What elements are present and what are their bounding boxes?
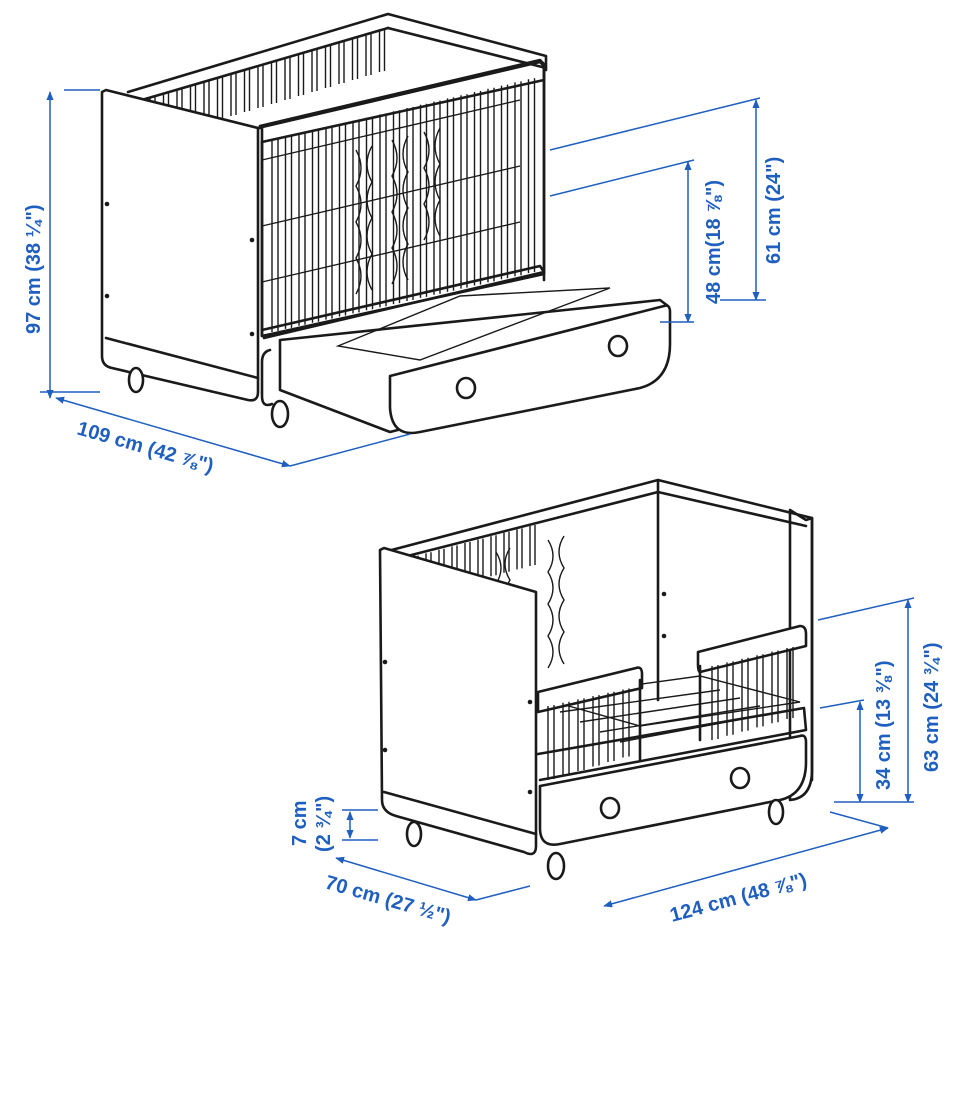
slat [338,123,347,317]
crib-leg [127,366,145,394]
slat [325,126,333,320]
top-dimensions [40,89,766,468]
drawer[interactable] [260,287,672,435]
slat [365,33,372,76]
rail-height-label: 34 cm (13 ⅜") [873,660,895,790]
slat [500,84,509,280]
slat [230,73,237,116]
front-guard-rail-left [536,666,644,780]
leg-height-inch-label: (2 ¾") [313,796,335,852]
slat [562,701,570,776]
slat [365,116,374,311]
front-slats [271,78,536,332]
slat [514,81,522,277]
slat [529,525,536,566]
crib-with-drawer-illustration [100,12,672,435]
slat [503,531,510,573]
drawer-knob[interactable] [455,376,477,400]
slat [270,61,278,104]
slat [771,650,779,724]
slat [592,695,600,767]
slat [351,37,359,80]
slat [473,91,482,286]
drawer[interactable] [538,734,808,846]
slat [577,698,585,771]
crib-front-side [256,58,546,340]
drawer-knob[interactable] [729,766,751,790]
back-slats [149,29,386,140]
slat [711,665,719,740]
slat [311,49,318,92]
height-total-label: 97 cm (38 ¼") [23,204,45,334]
bed-leg [546,851,566,881]
drawer-knob[interactable] [599,796,621,820]
slat [547,705,555,780]
depth-label: 70 cm (27 ½") [323,872,454,929]
slat [726,661,734,736]
slat [216,77,224,120]
slat [243,69,251,112]
slat [271,139,279,332]
toddler-bed-illustration [378,478,814,881]
width-label: 109 cm (42 ⅞") [75,418,216,478]
slat [741,657,749,732]
decorative-slat-pattern [355,127,441,295]
drawer-front [388,304,672,435]
slat [786,647,794,719]
slat [284,57,291,100]
bed-side-height-label: 63 cm (24 ¾") [921,642,943,772]
slat [460,94,468,289]
length-label: 124 cm (48 ⅞") [668,869,810,927]
slat [257,65,264,108]
slat [516,528,523,570]
bed-leg [767,798,785,826]
slat [298,132,306,326]
slat [324,45,332,88]
bed-end-panel-left [378,546,538,856]
crib-end-panel-base [104,336,260,380]
bed-leg [405,820,423,848]
bed-end-panel-right [788,508,814,802]
base-height-label: 48 cm(18 ⅞") [703,180,725,304]
crib-end-panel-left [100,88,260,402]
slat [338,41,345,84]
slat [311,129,320,323]
leg-height-value-label: 7 cm [289,800,311,846]
bottom-dimensions [335,597,915,908]
slat [379,113,387,308]
drawer-knob[interactable] [607,334,629,358]
slat [477,538,484,580]
slat [433,100,441,295]
slat [487,87,495,283]
slat [490,535,497,577]
slat [527,78,536,274]
slat [607,691,615,762]
slat [622,688,630,758]
side-height-label: 61 cm (24") [763,157,785,264]
slat [297,53,305,96]
slat [378,29,386,72]
slat [446,97,455,292]
slat [284,135,293,329]
drawer-front [538,734,808,846]
crib-leg [270,399,290,429]
